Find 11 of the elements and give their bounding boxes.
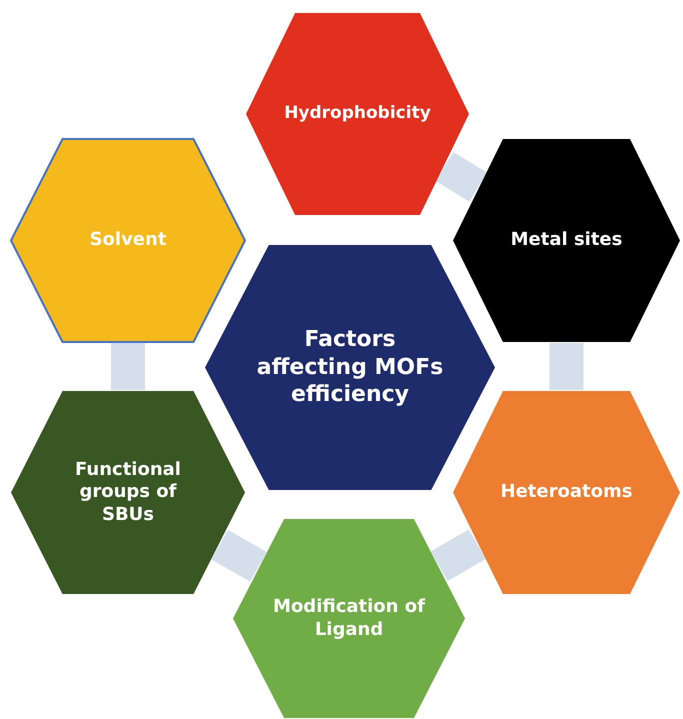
connector-band bbox=[211, 530, 267, 582]
connector-band bbox=[436, 152, 488, 202]
hexagon-label: Functional groups of SBUs bbox=[74, 458, 182, 526]
hexagon-label: Factors affecting MOFs efficiency bbox=[256, 326, 444, 409]
hexagon-label: Modification of Ligand bbox=[272, 596, 426, 641]
connector-band bbox=[550, 343, 584, 390]
hexagon-label: Metal sites bbox=[510, 229, 622, 252]
hexagon-label: Solvent bbox=[90, 229, 166, 252]
hexagon-label: Heteroatoms bbox=[500, 481, 632, 504]
connector-band bbox=[111, 343, 145, 390]
hexagon-label: Hydrophobicity bbox=[284, 103, 431, 125]
